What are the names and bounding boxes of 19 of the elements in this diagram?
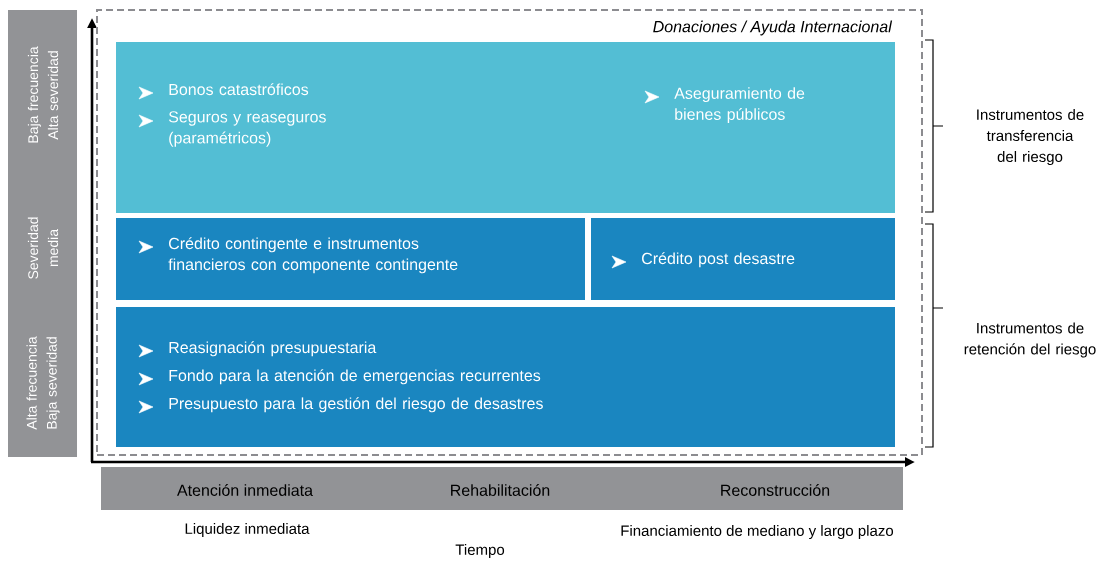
bullet-item: Bonos catastróficos	[169, 83, 309, 96]
bracket-label: Instrumentos de retención del riesgo	[964, 322, 1096, 358]
bullet-item: Aseguramiento de bienes públicos	[674, 87, 805, 124]
bullet-item: Reasignación presupuestaria	[169, 341, 377, 357]
bracket-label: Instrumentos de transferencia del riesgo	[977, 109, 1084, 165]
bullet-item: Fondo para la atención de emergencias recurrentes	[169, 369, 541, 385]
bullet-item: Crédito contingente e instrumentos financieros con componente contingente	[168, 237, 458, 274]
bullet-item: Crédito post desastre	[642, 252, 795, 268]
band-label: Baja frecuencia Alta severidad	[27, 46, 59, 143]
band-label: Alta frecuencia Baja severidad	[26, 336, 60, 430]
band-label: Reconstrucción	[721, 484, 830, 496]
band-label: Rehabilitación	[451, 484, 550, 496]
axis-caption: Financiamiento de mediano y largo plazo	[621, 525, 894, 539]
band-label: Atención inmediata	[177, 484, 313, 496]
frame-title: Donaciones / Ayuda Internacional	[653, 20, 893, 36]
axis-caption: Tiempo	[455, 544, 505, 558]
bullet-item: Seguros y reaseguros (paramétricos)	[168, 111, 326, 147]
band-label: Severidad media	[27, 217, 59, 279]
bullet-item: Presupuesto para la gestión del riesgo de desastres	[169, 397, 543, 413]
